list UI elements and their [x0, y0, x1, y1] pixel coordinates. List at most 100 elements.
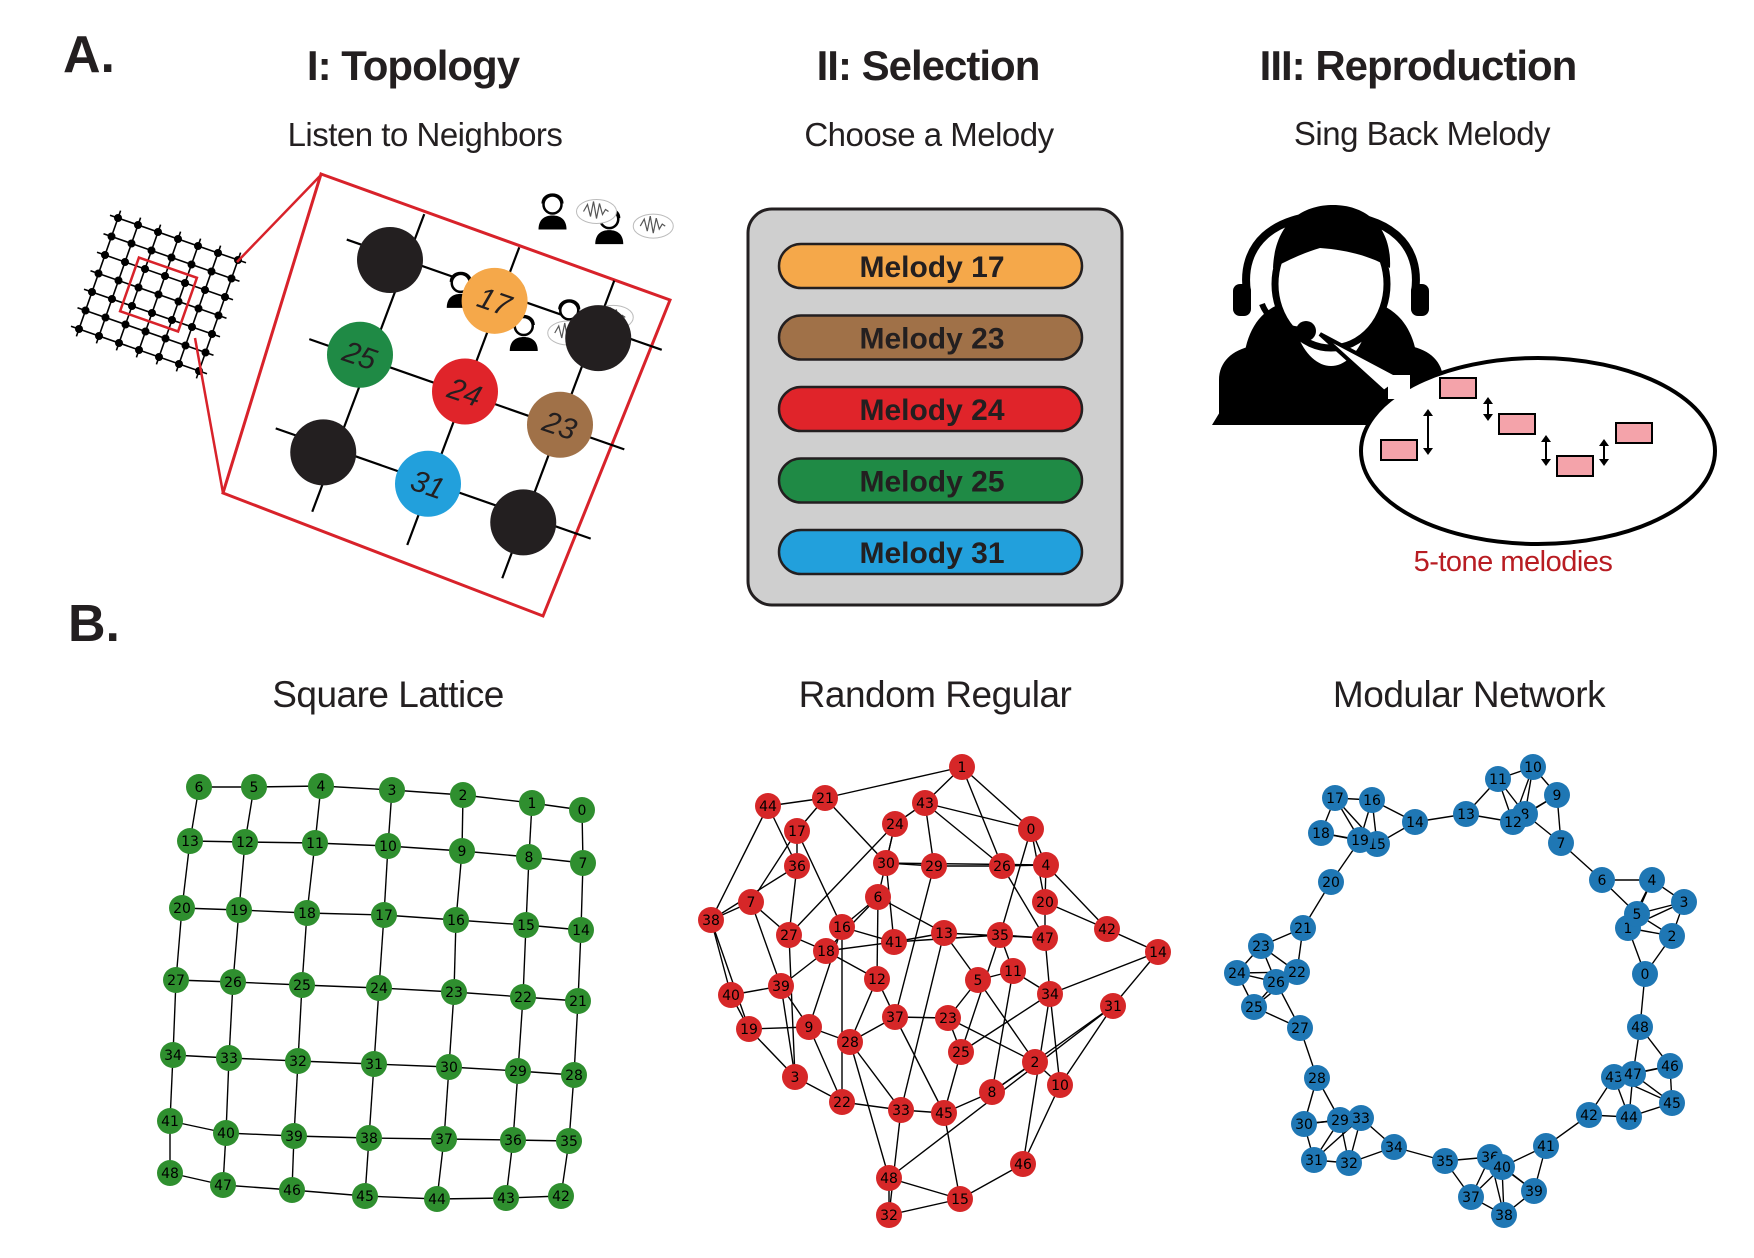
zoom-node-black: [565, 305, 632, 372]
network-node-label: 36: [504, 1133, 522, 1149]
network-node-label: 14: [572, 923, 590, 939]
network-node: [1327, 1107, 1353, 1133]
network-node-label: 10: [1524, 760, 1542, 776]
network-node: [500, 1127, 526, 1153]
zoom-node-black: [357, 227, 423, 293]
network-node: [1620, 1061, 1646, 1087]
network-node-label: 46: [1014, 1157, 1032, 1173]
melody-option[interactable]: [777, 457, 1084, 504]
network-node: [308, 773, 334, 799]
network-node-label: 24: [370, 981, 388, 997]
network-node-label: 31: [365, 1057, 383, 1073]
mini-lattice-node: [127, 239, 136, 248]
listener-body-icon: [538, 215, 567, 230]
network-node: [965, 967, 991, 993]
network-node-label: 44: [759, 799, 777, 815]
network-node: [1632, 961, 1658, 987]
network-node-label: 9: [805, 1020, 814, 1036]
network-node: [1576, 1102, 1602, 1128]
network-node-label: 31: [1305, 1153, 1323, 1169]
network-node: [1322, 785, 1348, 811]
network-node: [865, 884, 891, 910]
network-edge: [947, 1017, 1036, 1063]
network-node-label: 42: [1098, 922, 1116, 938]
network-node-label: 42: [552, 1189, 570, 1205]
network-node-label: 37: [435, 1132, 453, 1148]
network-node: [1659, 923, 1685, 949]
mini-lattice-node: [221, 293, 229, 301]
network-node-label: 30: [440, 1060, 458, 1076]
network-edge: [1049, 993, 1061, 1086]
network-node: [921, 853, 947, 879]
network-node: [379, 777, 405, 803]
random-regular-network: 0123456789101112131415161718192021222324…: [698, 754, 1171, 1228]
network-node: [431, 1126, 457, 1152]
melody-option[interactable]: [777, 314, 1084, 361]
modular-network-title: Modular Network: [1333, 674, 1606, 715]
random-regular-title: Random Regular: [799, 674, 1072, 715]
network-node-label: 32: [289, 1054, 307, 1070]
network-node: [177, 828, 203, 854]
network-node-label: 25: [1245, 1000, 1263, 1016]
network-edge: [788, 934, 796, 1078]
network-node: [1624, 901, 1650, 927]
network-node: [1485, 766, 1511, 792]
melody-option[interactable]: [777, 242, 1084, 290]
network-node-label: 30: [877, 856, 895, 872]
network-node: [882, 811, 908, 837]
melody-option[interactable]: [777, 385, 1084, 433]
network-node-label: 0: [1027, 822, 1036, 838]
melody-option[interactable]: [777, 528, 1084, 576]
mini-lattice-node: [134, 283, 143, 292]
network-node-label: 39: [772, 979, 790, 995]
network-node: [1639, 867, 1665, 893]
network-node: [1671, 889, 1697, 915]
network-node-label: 25: [952, 1045, 970, 1061]
network-node: [989, 853, 1015, 879]
network-node: [881, 929, 907, 955]
mini-lattice-node: [207, 267, 216, 276]
network-node-label: 4: [1042, 858, 1051, 874]
network-node-label: 42: [1580, 1108, 1598, 1124]
network-node-label: 0: [578, 803, 587, 819]
network-node-label: 41: [1537, 1139, 1555, 1155]
network-node: [516, 844, 542, 870]
panel-a-letter: A.: [63, 26, 115, 84]
network-edge: [710, 805, 769, 921]
network-edge: [1059, 1005, 1114, 1086]
network-node-label: 46: [283, 1183, 301, 1199]
network-node-label: 11: [1489, 772, 1507, 788]
network-edge: [876, 896, 879, 980]
network-node: [1033, 852, 1059, 878]
network-node-label: 4: [317, 779, 326, 795]
mini-lattice-node: [194, 304, 203, 313]
network-node: [736, 1016, 762, 1042]
topology-subtitle: Listen to Neighbors: [288, 116, 563, 153]
network-node: [812, 785, 838, 811]
network-node: [1318, 869, 1344, 895]
zoom-line-bottom: [193, 337, 225, 494]
network-node-label: 24: [1228, 966, 1246, 982]
network-node: [738, 889, 764, 915]
network-edge: [894, 865, 935, 1018]
network-node: [352, 1183, 378, 1209]
zoom-node-24: [432, 358, 498, 425]
zoom-node-black: [290, 419, 357, 486]
network-node: [441, 979, 467, 1005]
network-node-label: 39: [1525, 1184, 1543, 1200]
network-node-label: 24: [886, 817, 904, 833]
network-node-label: 15: [517, 918, 535, 934]
mini-lattice-node: [161, 272, 169, 280]
network-node: [1287, 1015, 1313, 1041]
mini-lattice-node: [175, 360, 183, 368]
network-node: [568, 917, 594, 943]
network-edge: [888, 1109, 902, 1216]
network-node-label: 40: [217, 1126, 235, 1142]
listener-icon: [595, 208, 674, 245]
network-edge: [808, 1026, 843, 1103]
network-node-label: 29: [925, 859, 943, 875]
network-node-label: 21: [1294, 921, 1312, 937]
network-node: [1018, 816, 1044, 842]
network-edge: [824, 797, 887, 864]
